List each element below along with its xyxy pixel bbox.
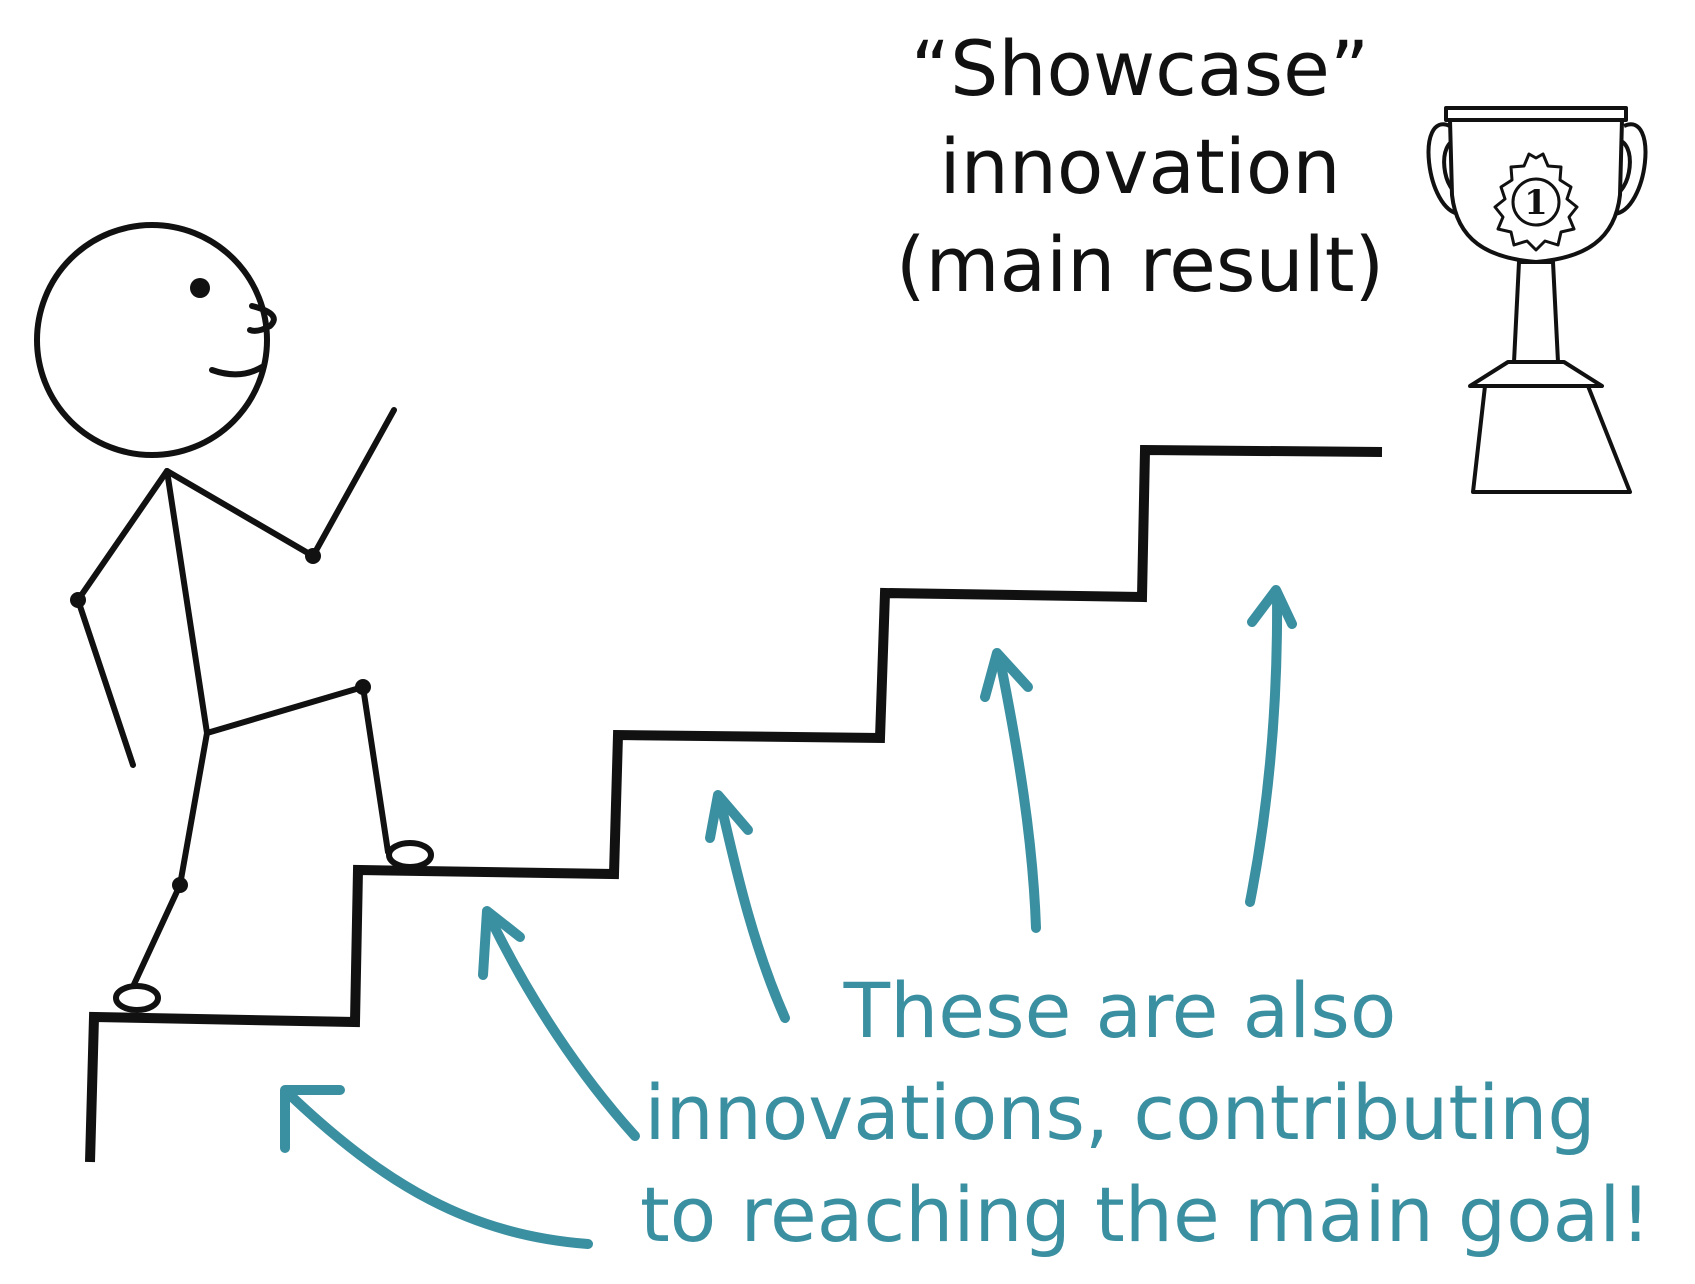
note-line: These are also (843, 966, 1397, 1055)
title-line: innovation (939, 122, 1341, 211)
arrow-up-icon (1245, 585, 1297, 907)
title-line: “Showcase” (910, 24, 1370, 113)
trophy-badge-number: 1 (1524, 183, 1548, 223)
staircase (85, 444, 1383, 1163)
contribution-arrows (280, 585, 1297, 1249)
arrow-up-icon (980, 648, 1041, 933)
stick-figure-icon (34, 222, 434, 1013)
arrow-up-icon (280, 1085, 593, 1249)
arrow-up-icon (478, 906, 640, 1141)
arrow-up-icon (705, 790, 790, 1023)
showcase-innovation-label: “Showcase” innovation (main result) (860, 20, 1420, 314)
note-line: innovations, contributing (644, 1068, 1596, 1157)
trophy-icon: 1 (1426, 106, 1648, 494)
note-line: to reaching the main goal! (640, 1170, 1651, 1259)
title-line: (main result) (895, 220, 1385, 309)
innovations-note: These are also innovations, contributing… (640, 960, 1651, 1266)
